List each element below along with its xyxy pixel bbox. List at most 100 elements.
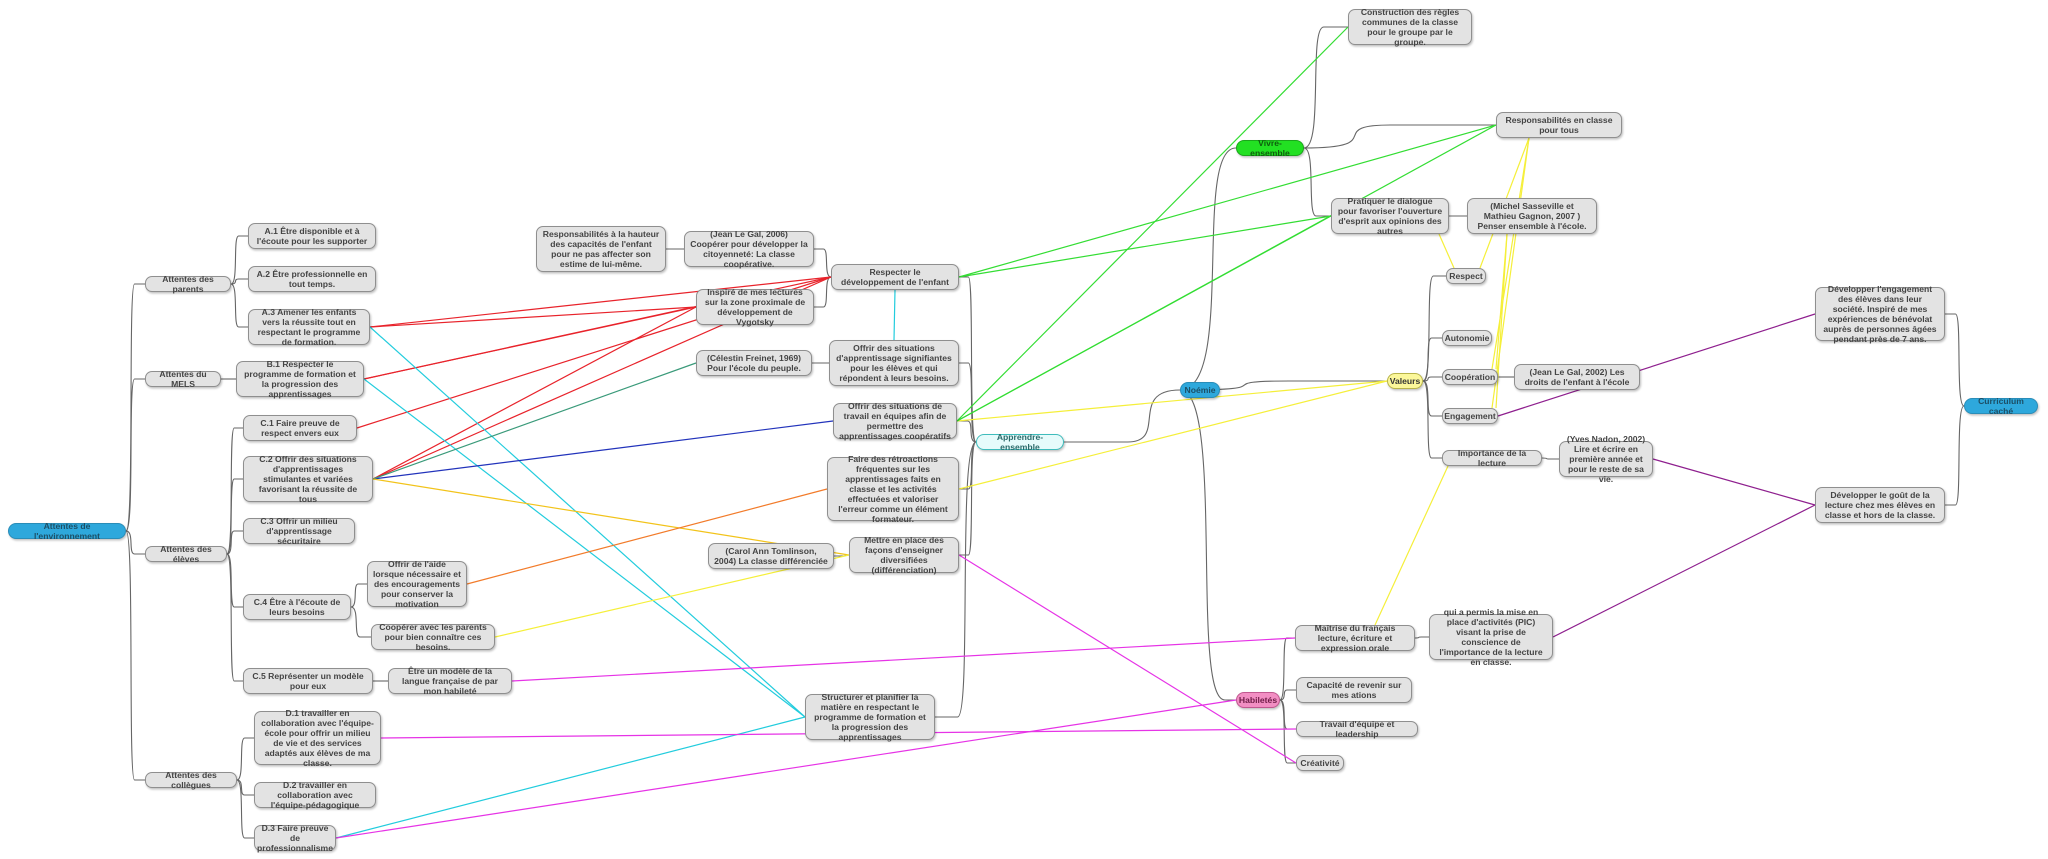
edge-28 (935, 441, 977, 718)
node-developper-engagement[interactable]: Développer l'engagement des élèves dans … (1815, 284, 1945, 344)
node-label: Curriculum caché (1978, 395, 2024, 416)
node-sasseville[interactable]: (Michel Sasseville et Mathieu Gagnon, 20… (1467, 198, 1597, 234)
node-d3[interactable]: D.3 Faire preuve de professionnalisme (254, 823, 336, 853)
node-attentes-mels[interactable]: Attentes du MELS (145, 369, 221, 389)
node-travail-equipe[interactable]: Travail d'équipe et leadership (1296, 719, 1418, 739)
node-label: Mettre en place des façons d'enseigner d… (864, 534, 944, 576)
edge-13 (350, 583, 367, 608)
node-attentes-eleves[interactable]: Attentes des élèves (145, 544, 227, 564)
node-enseignement-diversifie[interactable]: Mettre en place des façons d'enseigner d… (849, 534, 959, 576)
node-a3[interactable]: A.3 Amener les enfants vers la réussite … (248, 307, 370, 347)
edge-87 (1438, 233, 1455, 269)
node-situations-equipe[interactable]: Offrir des situations de travail en équi… (833, 401, 957, 441)
node-label: Coopération (1444, 371, 1496, 382)
node-freinet[interactable]: (Célestin Freinet, 1969) Pour l'école du… (696, 350, 812, 376)
node-label: Pratiquer le dialogue pour favoriser l'o… (1337, 195, 1443, 237)
edge-60 (363, 378, 806, 718)
edge-38 (1422, 275, 1446, 382)
node-noemie[interactable]: Noémie (1180, 382, 1220, 398)
node-label: Offrir des situations d'apprentissage si… (836, 342, 952, 384)
node-nadon[interactable]: (Yves Nadon, 2002) Lire et écrire en pre… (1559, 434, 1653, 484)
node-d2[interactable]: D.2 travailler en collaboration avec l'é… (254, 779, 376, 811)
node-vivre-ensemble[interactable]: Vivre-ensemble (1236, 138, 1304, 158)
edge-88 (1374, 465, 1449, 626)
edge-14 (350, 606, 371, 638)
node-c5[interactable]: C.5 Représenter un modèle pour eux (243, 668, 373, 694)
node-label: Faire des rétroactions fréquentes sur le… (838, 453, 948, 525)
edge-52 (369, 276, 832, 328)
node-label: Valeurs (1389, 375, 1421, 386)
root-node-attentes-environnement[interactable]: Attentes de l'environnement (8, 521, 126, 541)
node-maitrise-francais[interactable]: Maîtrise du français lecture, écriture e… (1295, 623, 1415, 653)
edge-72 (958, 215, 1332, 278)
edge-8 (226, 427, 243, 555)
edge-23 (959, 276, 977, 443)
node-creativite[interactable]: Créativité (1296, 755, 1344, 771)
node-tomlinson[interactable]: (Carol Ann Tomlinson, 2004) La classe di… (708, 543, 834, 569)
node-attentes-collegues[interactable]: Attentes des collègues (145, 770, 237, 790)
node-b1[interactable]: B.1 Respecter le programme de formation … (236, 359, 364, 399)
node-label: (Carol Ann Tomlinson, 2004) La classe di… (714, 545, 828, 566)
node-c2[interactable]: C.2 Offrir des situations d'apprentissag… (243, 454, 373, 504)
edge-66 (466, 488, 828, 585)
node-label: (Jean Le Gal, 2006) Coopérer pour dévelo… (690, 228, 808, 270)
edge-64 (372, 362, 697, 480)
node-responsabilites-hauteur[interactable]: Responsabilités à la hauteur des capacit… (536, 226, 666, 272)
node-c4[interactable]: C.4 Être à l'écoute de leurs besoins (243, 594, 351, 620)
node-c1[interactable]: C.1 Faire preuve de respect envers eux (243, 415, 357, 441)
edge-86 (1495, 233, 1508, 409)
node-construction-regles[interactable]: Construction des règles communes de la c… (1348, 6, 1472, 48)
node-le-gal-2006[interactable]: (Jean Le Gal, 2006) Coopérer pour dévelo… (684, 228, 814, 270)
edge-27 (959, 441, 977, 556)
edge-75 (958, 554, 1297, 764)
node-label: qui a permis la mise en place d'activité… (1439, 606, 1543, 668)
node-importance-lecture[interactable]: Importance de la lecture (1442, 448, 1542, 468)
edge-63 (372, 420, 834, 480)
node-label: Construction des règles communes de la c… (1360, 6, 1460, 48)
node-label: Inspiré de mes lectures sur la zone prox… (704, 286, 806, 328)
node-label: D.1 travailler en collaboration avec l'é… (261, 707, 374, 769)
node-d1[interactable]: D.1 travailler en collaboration avec l'é… (254, 707, 381, 769)
node-responsabilites-classe[interactable]: Responsabilités en classe pour tous (1496, 112, 1622, 138)
edge-18 (236, 779, 254, 839)
node-label: Engagement (1444, 410, 1496, 421)
node-label: Structurer et planifier la matière en re… (814, 691, 926, 743)
node-habiletes[interactable]: Habiletés (1236, 692, 1280, 708)
node-respect[interactable]: Respect (1446, 268, 1486, 284)
node-a1[interactable]: A.1 Être disponible et à l'écoute pour l… (248, 223, 376, 249)
node-attentes-parents[interactable]: Attentes des parents (145, 274, 231, 294)
node-c3[interactable]: C.3 Offrir un milieu d'apprentissage séc… (243, 516, 355, 546)
edge-56 (372, 306, 697, 480)
edge-5 (230, 278, 248, 285)
node-label: D.2 travailler en collaboration avec l'é… (270, 779, 360, 811)
node-c4-aide[interactable]: Offrir de l'aide lorsque nécessaire et d… (367, 559, 467, 609)
node-situations-signifiantes[interactable]: Offrir des situations d'apprentissage si… (829, 340, 959, 386)
edge-69 (956, 380, 1388, 422)
node-revenir-actions[interactable]: Capacité de revenir sur mes ations (1296, 677, 1412, 703)
node-c5-modele-langue[interactable]: Être un modèle de la langue française de… (388, 666, 512, 696)
node-developper-gout-lecture[interactable]: Développer le goût de la lecture chez me… (1815, 487, 1945, 523)
node-valeurs[interactable]: Valeurs (1387, 373, 1423, 389)
node-cooperation[interactable]: Coopération (1442, 369, 1498, 385)
node-c4-cooperer[interactable]: Coopérer avec les parents pour bien conn… (371, 622, 495, 652)
node-label: A.2 Être professionnelle en tout temps. (256, 268, 368, 289)
node-structurer-planifier[interactable]: Structurer et planifier la matière en re… (805, 691, 935, 743)
node-label: Responsabilités à la hauteur des capacit… (542, 228, 660, 270)
edge-16 (236, 737, 254, 781)
node-vygotsky[interactable]: Inspiré de mes lectures sur la zone prox… (696, 286, 814, 328)
edge-71 (958, 124, 1497, 278)
node-respecter-developpement[interactable]: Respecter le développement de l'enfant (831, 264, 959, 290)
edge-39 (1422, 337, 1442, 382)
node-curriculum-cache[interactable]: Curriculum caché (1964, 395, 2038, 416)
edge-6 (230, 283, 248, 328)
node-engagement[interactable]: Engagement (1442, 408, 1498, 424)
node-pratiquer-dialogue[interactable]: Pratiquer le dialogue pour favoriser l'o… (1331, 195, 1449, 237)
node-label: (Michel Sasseville et Mathieu Gagnon, 20… (1477, 200, 1587, 232)
node-pic-activites[interactable]: qui a permis la mise en place d'activité… (1429, 607, 1553, 667)
node-retroactions[interactable]: Faire des rétroactions fréquentes sur le… (827, 453, 959, 525)
node-apprendre-ensemble[interactable]: Apprendre-ensemble (976, 432, 1064, 452)
node-a2[interactable]: A.2 Être professionnelle en tout temps. (248, 266, 376, 292)
node-autonomie[interactable]: Autonomie (1442, 330, 1492, 346)
node-le-gal-2002[interactable]: (Jean Le Gal, 2002) Les droits de l'enfa… (1514, 364, 1640, 390)
edge-81 (1552, 504, 1816, 638)
